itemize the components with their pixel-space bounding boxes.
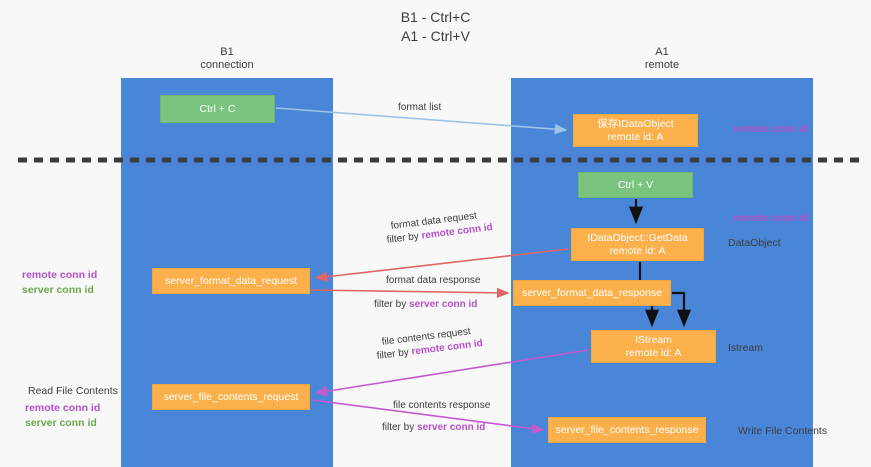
annotation-read-file-contents: Read File Contents	[28, 385, 118, 397]
node-server-format-data-response-label: server_format_data_response	[521, 286, 663, 299]
node-server-file-contents-response[interactable]: server_file_contents_response	[548, 417, 706, 443]
node-idataobject-sub: remote id: A	[607, 130, 664, 143]
flow-filter-format-data-response: filter by server conn id	[374, 298, 477, 312]
connector-format-data-response	[310, 287, 510, 298]
node-ctrl-c[interactable]: Ctrl + C	[160, 95, 275, 123]
filter-prefix: filter by	[382, 422, 418, 433]
node-server-file-contents-request-label: server_file_contents_request	[163, 390, 299, 403]
node-istream-sub: remote id: A	[625, 346, 682, 359]
annotation-remote-conn-id-dataobject: remote conn id	[733, 212, 809, 224]
node-server-file-contents-request[interactable]: server_file_contents_request	[152, 384, 310, 410]
node-istream-label: IStream	[635, 333, 672, 346]
swimlane-header-a1-subtitle: remote	[644, 59, 680, 71]
swimlane-header-a1: A1 remote	[511, 46, 813, 72]
page-title: B1 - Ctrl+C A1 - Ctrl+V	[0, 8, 871, 46]
filter-key-server-conn-id: server conn id	[409, 299, 478, 310]
annotation-server-conn-id: server conn id	[22, 284, 94, 296]
node-idataobject-label: 保存IDataObject	[597, 117, 674, 130]
annotation-dataobject: DataObject	[728, 237, 781, 249]
filter-key-server-conn-id: server conn id	[417, 422, 486, 433]
node-ctrl-c-label: Ctrl + C	[199, 102, 236, 115]
filter-prefix: filter by	[376, 346, 413, 362]
annotation-remote-conn-id: remote conn id	[25, 402, 101, 414]
node-server-file-contents-response-label: server_file_contents_response	[555, 423, 699, 436]
page-title-line-1: B1 - Ctrl+C	[400, 9, 471, 25]
annotation-remote-conn-id: remote conn id	[22, 269, 98, 281]
flow-label-format-data-response: format data response	[386, 275, 481, 286]
swimlane-header-a1-name: A1	[655, 46, 669, 58]
annotation-remote-conn-id-top: remote conn id	[733, 123, 809, 135]
annotation-istream: Istream	[728, 342, 764, 354]
node-server-format-data-response[interactable]: server_format_data_response	[513, 280, 671, 306]
annotation-write-file-contents: Write File Contents	[738, 425, 828, 437]
flow-label-format-list: format list	[398, 102, 442, 113]
annotation-server-conn-id: server conn id	[25, 417, 97, 429]
filter-prefix: filter by	[386, 230, 423, 246]
node-idataobject[interactable]: 保存IDataObject remote id: A	[573, 114, 698, 147]
filter-prefix: filter by	[374, 299, 410, 310]
node-server-format-data-request[interactable]: server_format_data_request	[152, 268, 310, 294]
node-idataobject-getdata-label: IDataObject::GetData	[587, 231, 688, 244]
node-idataobject-getdata[interactable]: IDataObject::GetData remote id: A	[571, 228, 704, 261]
page-title-line-2: A1 - Ctrl+V	[401, 28, 470, 44]
flow-filter-file-contents-response: filter by server conn id	[382, 421, 485, 435]
node-istream[interactable]: IStream remote id: A	[591, 330, 716, 363]
node-server-format-data-request-label: server_format_data_request	[165, 274, 297, 287]
annotation-conn-ids-file: remote conn id server conn id	[25, 401, 100, 431]
swimlane-header-b1-name: B1	[220, 46, 234, 58]
swimlane-header-b1-subtitle: connection	[200, 59, 254, 71]
node-ctrl-v[interactable]: Ctrl + V	[578, 172, 693, 198]
flow-label-file-contents-response: file contents response	[393, 400, 491, 411]
annotation-conn-ids-format: remote conn id server conn id	[22, 268, 97, 298]
node-idataobject-getdata-sub: remote id: A	[609, 244, 666, 257]
swimlane-header-b1: B1 connection	[121, 46, 333, 72]
node-ctrl-v-label: Ctrl + V	[617, 178, 654, 191]
